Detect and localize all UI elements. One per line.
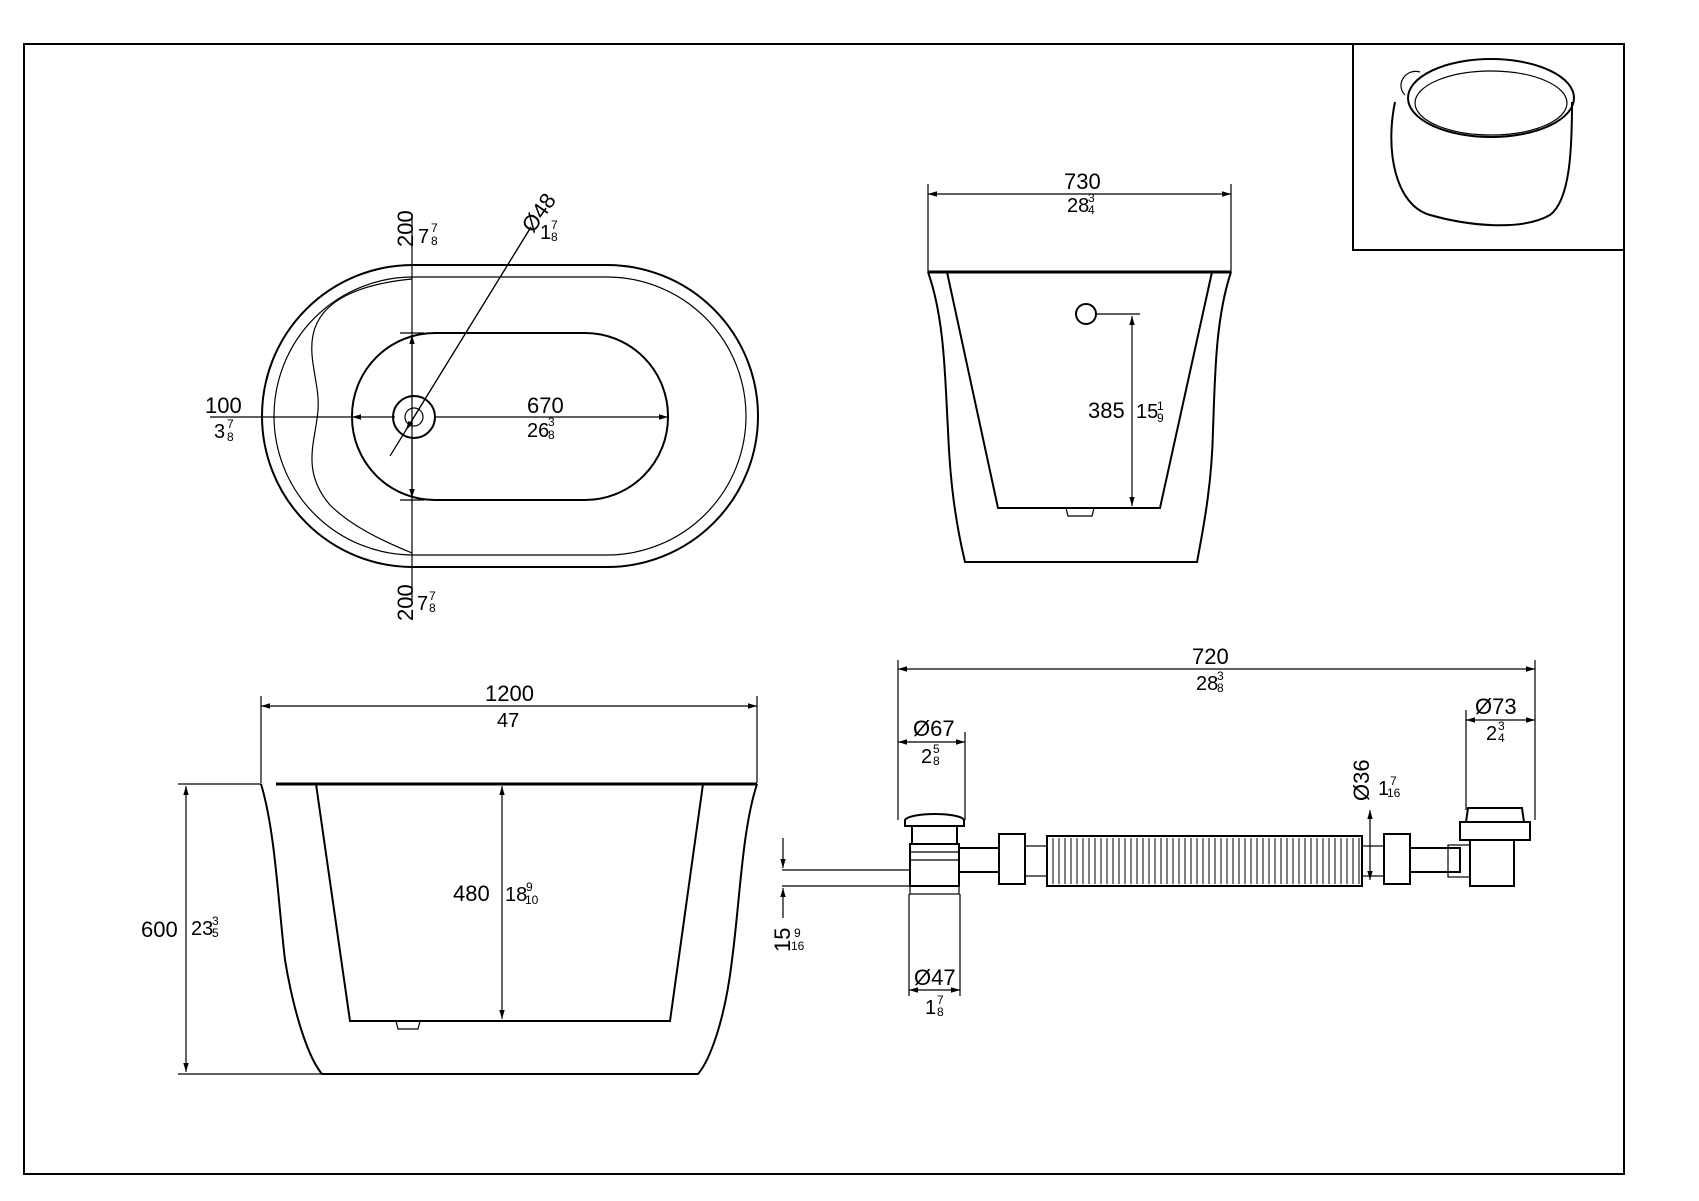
svg-text:5: 5 — [933, 742, 940, 756]
svg-text:3: 3 — [1088, 191, 1095, 205]
drain-kit: 720 28 3 8 Ø67 2 5 8 Ø73 2 3 4 Ø36 1 7 1… — [770, 644, 1536, 1019]
dim-overflow-cap: Ø73 — [1475, 694, 1517, 719]
svg-text:28: 28 — [1196, 673, 1218, 695]
svg-text:3: 3 — [1498, 719, 1505, 733]
svg-text:9: 9 — [526, 880, 533, 894]
top-outer-rim — [261, 264, 759, 568]
svg-text:7: 7 — [227, 417, 234, 431]
end-view: 730 28 3 4 385 15 1 9 — [927, 169, 1232, 563]
svg-text:16: 16 — [1387, 786, 1401, 800]
perspective-frame — [1352, 43, 1625, 251]
svg-text:8: 8 — [431, 234, 438, 248]
svg-text:3: 3 — [214, 421, 225, 443]
svg-text:3: 3 — [212, 914, 219, 928]
flexible-hose — [1024, 833, 1411, 887]
dim-730: 730 — [1064, 169, 1101, 194]
svg-text:28: 28 — [1067, 195, 1089, 217]
svg-text:3: 3 — [548, 415, 555, 429]
dim-200-top: 200 — [393, 210, 418, 247]
svg-text:23: 23 — [191, 918, 213, 940]
dim-720: 720 — [1192, 644, 1229, 669]
side-view: 1200 47 600 23 3 5 480 18 9 10 — [141, 681, 758, 1075]
svg-text:8: 8 — [933, 754, 940, 768]
svg-text:1: 1 — [925, 997, 936, 1019]
dim-waste-cap: Ø67 — [913, 716, 955, 741]
end-inner-profile — [946, 271, 1213, 509]
svg-text:5: 5 — [212, 926, 219, 940]
perspective-view — [1352, 43, 1625, 251]
svg-text:7: 7 — [431, 221, 438, 235]
top-view: 200 7 7 8 Ø48 1 7 8 100 3 7 8 670 26 3 8… — [205, 188, 759, 621]
svg-text:8: 8 — [551, 230, 558, 244]
svg-text:2: 2 — [921, 746, 932, 768]
side-outer-profile — [260, 783, 758, 1075]
svg-text:7: 7 — [429, 589, 436, 603]
svg-text:7: 7 — [1390, 774, 1397, 788]
overflow-assembly — [1409, 807, 1531, 887]
dim-480: 480 — [453, 881, 490, 906]
top-rim-contour — [311, 278, 413, 554]
perspective-tub-outline — [1390, 58, 1575, 227]
dim-100: 100 — [205, 393, 242, 418]
svg-text:10: 10 — [525, 893, 539, 907]
svg-text:1: 1 — [1157, 399, 1164, 413]
dim-600: 600 — [141, 917, 178, 942]
svg-text:7: 7 — [418, 226, 429, 248]
svg-text:9: 9 — [794, 926, 801, 940]
svg-text:3: 3 — [1217, 669, 1224, 683]
svg-text:2: 2 — [1486, 723, 1497, 745]
waste-assembly — [904, 813, 1026, 895]
dim-385: 385 — [1088, 398, 1125, 423]
svg-text:8: 8 — [429, 601, 436, 615]
top-inner-rim — [273, 276, 747, 556]
svg-text:9: 9 — [1157, 411, 1164, 425]
svg-text:4: 4 — [1498, 731, 1505, 745]
svg-text:18: 18 — [505, 884, 527, 906]
svg-text:1: 1 — [540, 222, 551, 244]
side-inner-profile — [315, 783, 704, 1022]
svg-text:8: 8 — [227, 430, 234, 444]
dim-outlet: Ø47 — [914, 965, 956, 990]
svg-text:1: 1 — [1378, 778, 1389, 800]
dim-1200: 1200 — [485, 681, 534, 706]
svg-text:7: 7 — [551, 218, 558, 232]
svg-text:16: 16 — [791, 939, 805, 953]
svg-text:7: 7 — [937, 993, 944, 1007]
svg-text:8: 8 — [937, 1005, 944, 1019]
svg-text:15: 15 — [1136, 401, 1158, 423]
dim-200-bottom: 200 — [393, 584, 418, 621]
dim-670: 670 — [527, 393, 564, 418]
svg-text:4: 4 — [1088, 203, 1095, 217]
sheet-border — [23, 43, 1625, 1175]
end-outer-profile — [927, 271, 1232, 563]
svg-text:8: 8 — [548, 428, 555, 442]
svg-text:26: 26 — [527, 420, 549, 442]
overflow-icon — [1075, 303, 1097, 325]
svg-text:7: 7 — [417, 593, 428, 615]
dim-1200-in: 47 — [497, 710, 519, 732]
svg-text:8: 8 — [1217, 681, 1224, 695]
dim-hose: Ø36 — [1349, 759, 1374, 801]
dim-offset: 15 — [770, 928, 795, 952]
